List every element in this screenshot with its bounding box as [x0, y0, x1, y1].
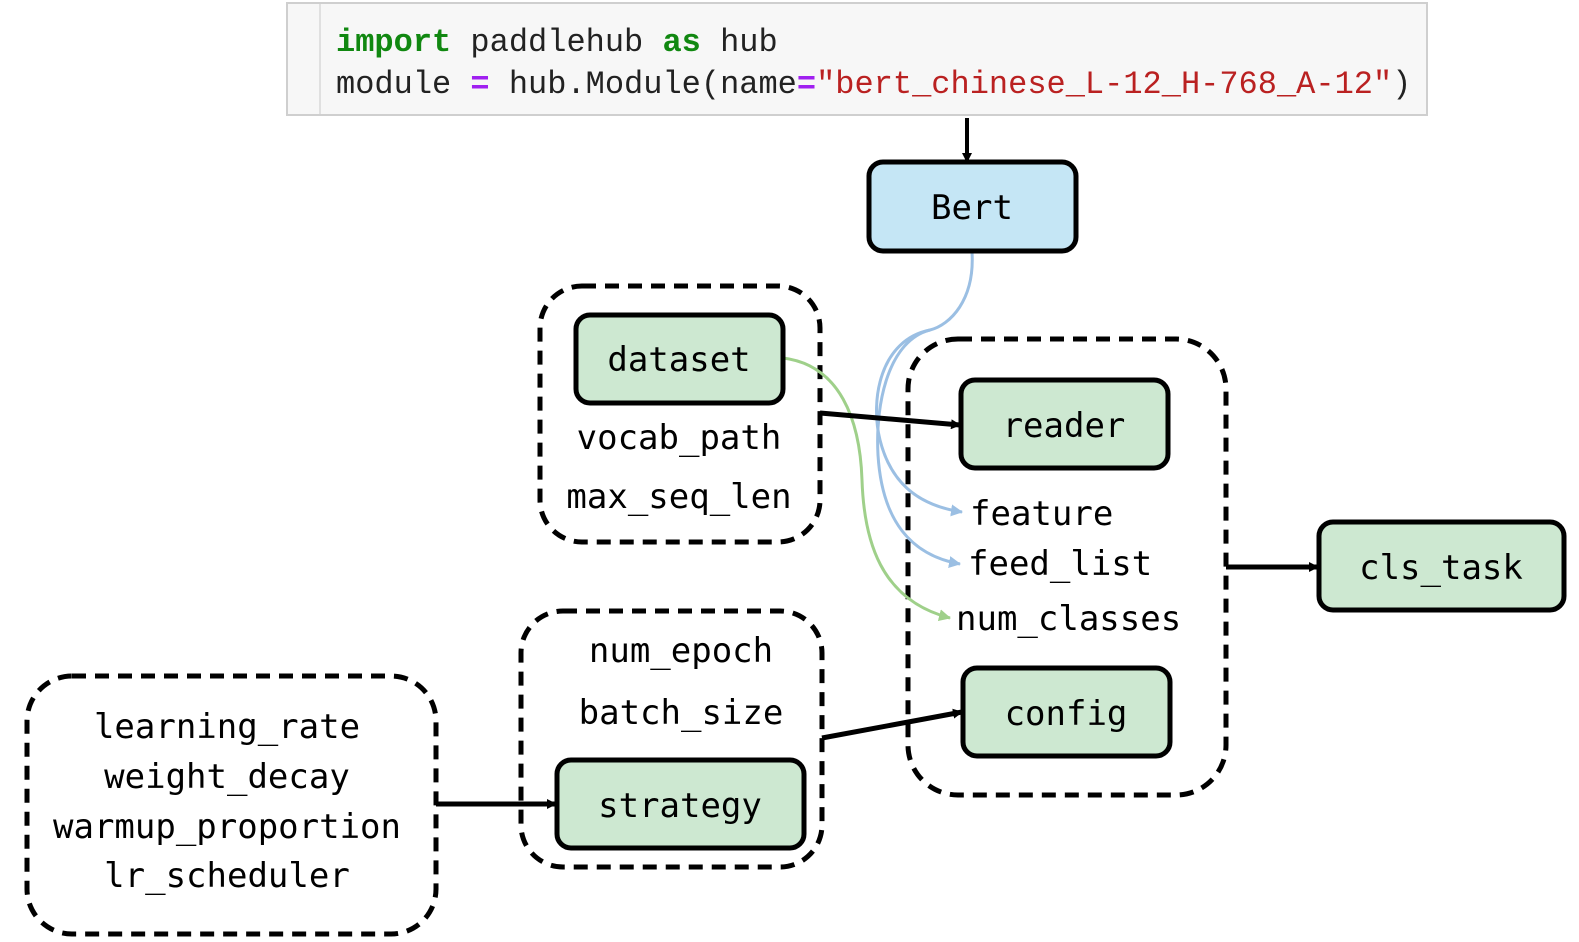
node-bert: Bert [866, 159, 1079, 254]
node-config: config [960, 665, 1173, 759]
node-dataset: dataset [573, 312, 786, 406]
param-num-epoch: num_epoch [589, 631, 773, 671]
code-cell-box [286, 2, 1428, 116]
param-max-seq-len: max_seq_len [566, 477, 791, 517]
edge-bert-to-feed-list [876, 328, 961, 568]
param-lr-scheduler: lr_scheduler [104, 856, 350, 896]
param-vocab-path: vocab_path [577, 418, 782, 458]
param-num-classes: num_classes [956, 599, 1181, 639]
node-strategy: strategy [554, 757, 807, 851]
task-inputs-group [905, 336, 1229, 798]
strategy-group [518, 608, 825, 870]
node-strategy-label: strategy [598, 786, 762, 826]
operator-assign: = [470, 66, 489, 103]
code-line-2: module = hub.Module(name="bert_chinese_L… [336, 66, 1411, 103]
edge-group-to-reader [819, 410, 961, 430]
param-feature: feature [970, 494, 1113, 534]
node-reader-label: reader [1003, 406, 1126, 446]
edge-bert-to-feature [875, 251, 974, 517]
node-config-label: config [1005, 694, 1128, 734]
node-cls-task-label: cls_task [1359, 548, 1523, 588]
code-line-1: import paddlehub as hub [336, 24, 778, 61]
node-cls-task: cls_task [1316, 519, 1567, 613]
param-learning-rate: learning_rate [94, 707, 360, 747]
edge-strategy-to-config [821, 708, 963, 741]
module-name-string: "bert_chinese_L-12_H-768_A-12" [816, 66, 1392, 103]
param-weight-decay: weight_decay [104, 757, 350, 797]
param-feed-list: feed_list [968, 544, 1152, 584]
node-dataset-label: dataset [607, 340, 750, 380]
operator-kwarg: = [797, 66, 816, 103]
keyword-import: import [336, 24, 451, 61]
param-batch-size: batch_size [579, 693, 784, 733]
keyword-as: as [662, 24, 700, 61]
node-reader: reader [958, 377, 1171, 471]
edge-dataset-to-num-classes [782, 356, 951, 622]
node-bert-label: Bert [931, 188, 1013, 228]
code-cell: import paddlehub as hub module = hub.Mod… [286, 2, 1428, 116]
param-warmup-proportion: warmup_proportion [53, 807, 401, 847]
